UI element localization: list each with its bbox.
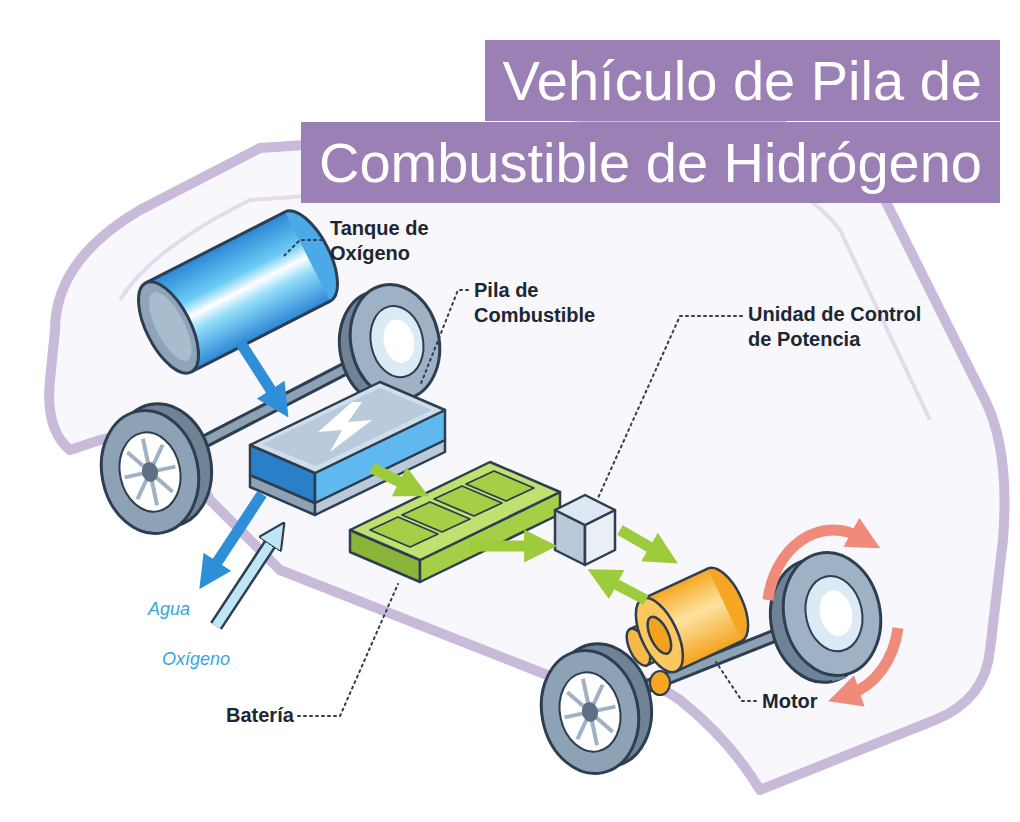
fuel-cell-part	[318, 402, 372, 452]
oxygen-tank	[126, 202, 350, 382]
rear-left-wheel-part-part	[127, 445, 172, 499]
flow-arrows-part	[608, 580, 646, 600]
label-holder: Pila de Combustible	[474, 278, 624, 328]
label-holder: Batería	[226, 703, 296, 728]
label-holder: Tanque de Oxígeno	[330, 216, 470, 266]
front-left-wheel-part-part	[567, 685, 612, 739]
flow-arrows-part	[470, 541, 534, 552]
flow-arrows-part	[240, 342, 276, 398]
part-label: Batería	[226, 703, 296, 728]
rotation-arrows-part	[768, 530, 860, 600]
power-control-unit	[555, 495, 615, 565]
leader-lines-part	[598, 316, 742, 498]
front-right-wheel-part	[799, 571, 870, 657]
leader-lines-part	[716, 662, 756, 701]
title-band: Vehículo de Pila de Combustible de Hidró…	[188, 40, 1000, 204]
flow-arrows-part	[216, 538, 274, 626]
motor-part	[642, 569, 707, 599]
rear-right-wheel-part	[380, 317, 418, 366]
battery-part-part	[466, 471, 534, 501]
rear-left-wheel-part	[140, 461, 160, 484]
car-outline	[49, 118, 1004, 790]
part-label: Pila de Combustible	[474, 278, 624, 328]
rear-left-wheel-part-part	[127, 445, 172, 499]
oxygen-tank-part	[141, 286, 200, 366]
title: Vehículo de Pila de Combustible de Hidró…	[301, 40, 1000, 203]
front-left-wheel-part	[530, 641, 650, 782]
motor-part	[676, 641, 741, 671]
front-right-wheel-part	[815, 587, 856, 639]
part-label: Unidad de Control de Potencia	[748, 302, 936, 352]
front-left-wheel-part	[552, 667, 627, 758]
label-holder: Oxígeno	[162, 647, 262, 672]
rotation-arrows	[768, 530, 898, 694]
rotation-arrows-part	[850, 628, 898, 694]
flow-label: Oxígeno	[162, 647, 262, 672]
rear-left-wheel-part	[112, 427, 187, 518]
front-right-wheel-part	[772, 543, 892, 684]
battery	[350, 462, 560, 582]
oxygen-tank-part	[191, 301, 330, 372]
label-holder: Unidad de Control de Potencia	[748, 302, 936, 352]
power-control-unit-part	[555, 495, 615, 525]
label-holder: Motor	[762, 689, 842, 714]
front-left-wheel-part-part	[567, 685, 612, 739]
battery-part	[350, 462, 560, 560]
oxygen-tank-part	[126, 273, 211, 382]
car-outline-part	[120, 170, 930, 420]
leader-lines	[282, 240, 756, 716]
flow-arrows-part	[216, 538, 274, 626]
flow-arrows-part	[372, 468, 408, 486]
fuel-cell-part	[262, 388, 432, 466]
car-outline-part	[49, 118, 1004, 790]
part-label: Motor	[762, 689, 842, 714]
rear-left-wheel-part	[90, 401, 210, 542]
motor-part	[643, 613, 676, 657]
flow-label: Agua	[148, 597, 228, 622]
fuel-cell	[250, 382, 445, 515]
front-left-wheel-part	[557, 673, 622, 750]
rear-left-wheel-part	[117, 433, 182, 510]
rear-left-wheel	[89, 395, 223, 543]
front-left-wheel	[529, 635, 663, 783]
leader-lines-part	[420, 290, 468, 386]
front-axle-part	[650, 671, 670, 695]
flow-arrows	[212, 342, 658, 626]
label-holder: Agua	[148, 597, 228, 622]
rear-right-wheel-part	[364, 301, 430, 382]
leader-lines-part	[298, 584, 398, 716]
leader-lines-part	[282, 240, 322, 258]
oxygen-tank-part	[146, 212, 285, 283]
front-left-wheel-part	[580, 701, 600, 724]
part-label: Tanque de Oxígeno	[330, 216, 470, 266]
flow-arrows-part	[620, 530, 658, 552]
